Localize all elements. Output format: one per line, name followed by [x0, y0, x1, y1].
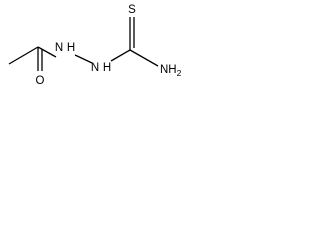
atom-labels: O N H N H S NH2	[36, 4, 182, 87]
bond-methyl-carbonyl	[8, 46, 39, 65]
bond-nh-thiocarbonyl	[110, 49, 131, 62]
atom-label-carbonyl-oxygen: O	[36, 75, 45, 87]
atom-label-hydrazide-n: N	[55, 42, 63, 54]
chemical-structure-diagram: O N H N H S NH2	[8, 4, 182, 87]
atom-label-amino-group: NH2	[160, 64, 182, 78]
bond-lines	[8, 17, 159, 71]
atom-label-amino-subscript: 2	[177, 68, 182, 78]
bond-thiocarbonyl-amino	[129, 49, 159, 67]
atom-label-thione-sulfur: S	[128, 4, 136, 16]
atom-label-amino-nh: NH	[160, 64, 177, 76]
bond-n-n	[74, 54, 93, 64]
atom-label-thioamide-n: N	[91, 62, 99, 74]
atom-label-thioamide-h: H	[103, 62, 111, 74]
atom-label-hydrazide-h: H	[67, 42, 75, 54]
bond-carbonyl-nh	[37, 46, 57, 58]
